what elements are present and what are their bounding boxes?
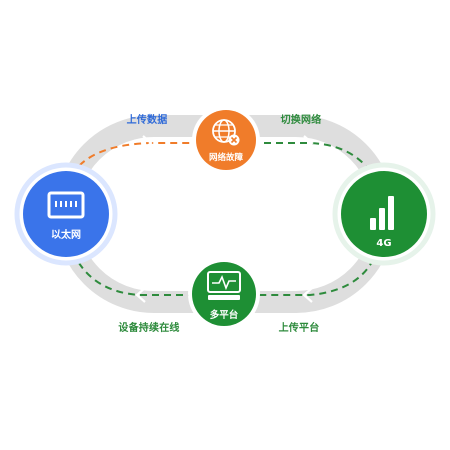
arrow-right-icon [142,135,153,151]
cellular-node: 4G [332,162,436,266]
multi-platform-label: 多平台 [210,309,239,321]
signal-bars-icon [370,196,394,230]
ethernet-port-icon [47,191,85,219]
ethernet-label: 以太网 [51,228,81,241]
flow-upload-data-line [71,142,200,176]
arrow-right-icon [303,135,314,151]
device-online-label: 设备持续在线 [118,323,180,334]
network-fault-node: 网络故障 [192,106,260,174]
monitor-pulse-icon [207,271,241,300]
ethernet-node: 以太网 [14,162,118,266]
switch-network-label: 切换网络 [280,115,322,126]
multi-platform-node: 多平台 [188,258,260,330]
arrow-left-icon [135,287,146,303]
upload-platform-label: 上传平台 [278,323,320,334]
flow-upload-platform-line [255,247,379,296]
arrow-left-icon [302,287,313,303]
globe-error-icon [212,119,240,146]
network-fault-label: 网络故障 [209,152,244,163]
upload-data-label: 上传数据 [126,115,168,126]
cellular-label: 4G [376,238,391,249]
